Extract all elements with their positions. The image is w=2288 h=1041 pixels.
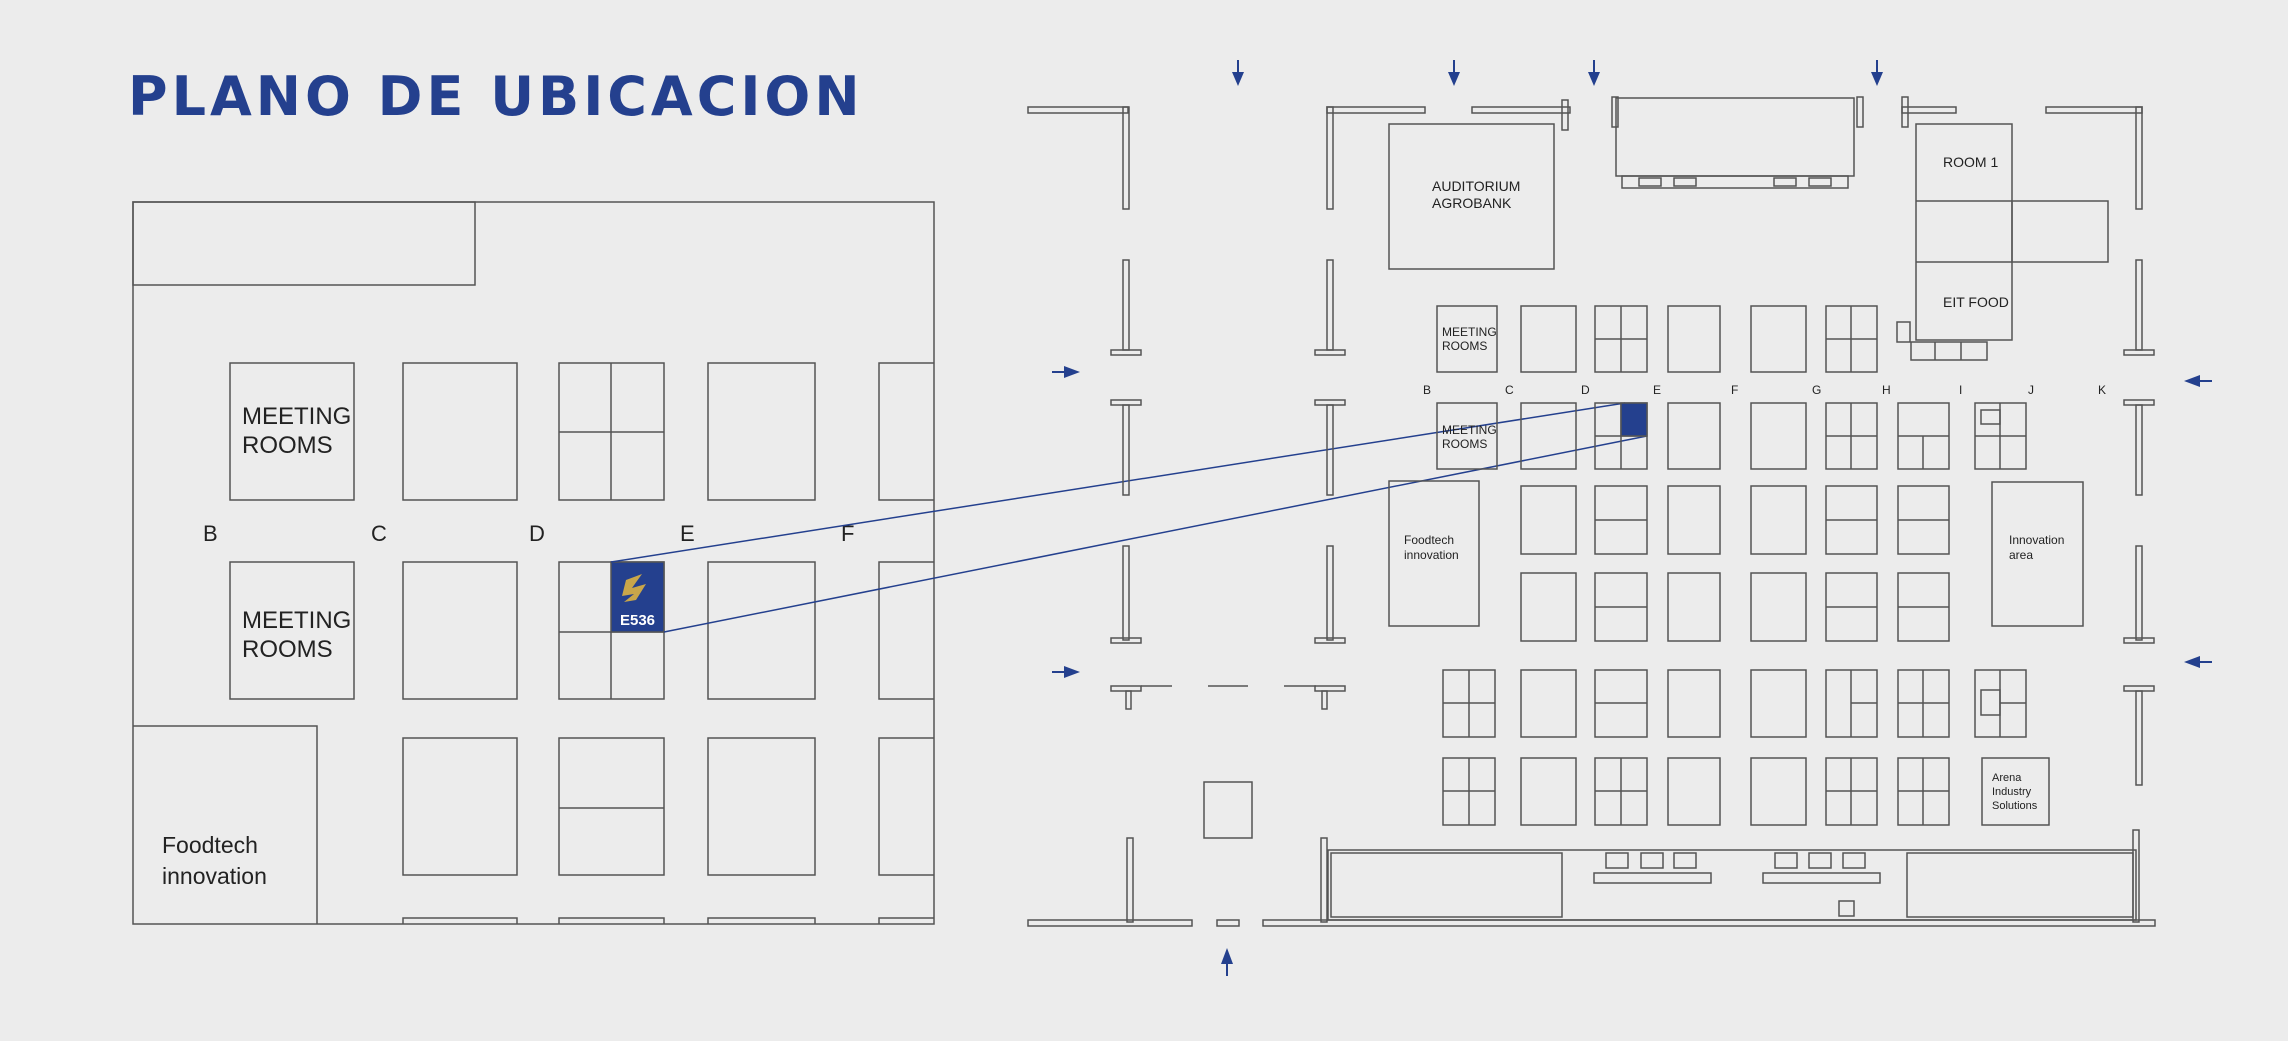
- zoom-foodtech-line1: Foodtech: [162, 832, 258, 858]
- zoom-stand[interactable]: [402, 362, 518, 501]
- zoom-foodtech-line2: innovation: [162, 863, 267, 889]
- hall-stand[interactable]: [1520, 305, 1577, 373]
- hall-stand[interactable]: [1667, 402, 1721, 470]
- exhibitor-logo-icon: [622, 574, 646, 602]
- innovation-area-line2: area: [2009, 548, 2033, 562]
- hall-column-h: H: [1882, 383, 1891, 397]
- hall-column-i: I: [1959, 383, 1962, 397]
- auditorium-line1: AUDITORIUM: [1432, 178, 1520, 194]
- zoom-meeting-room-2-line1: MEETING: [242, 607, 351, 634]
- hall-stand[interactable]: [1750, 669, 1807, 738]
- hall-stand[interactable]: [1750, 402, 1807, 470]
- hall-stand[interactable]: [1750, 757, 1807, 826]
- hall-foodtech-area[interactable]: [1388, 480, 1480, 627]
- connector-line-top: [610, 402, 1626, 563]
- hall-stand[interactable]: [1667, 305, 1721, 373]
- room-1-label: ROOM 1: [1943, 154, 1998, 170]
- zoom-meeting-room-1-line1: MEETING: [242, 403, 351, 430]
- connector-line-bottom: [663, 435, 1648, 633]
- hall-column-d: D: [1581, 383, 1590, 397]
- zoom-column-d: D: [529, 521, 545, 546]
- hall-column-c: C: [1505, 383, 1514, 397]
- zoom-meeting-room-1-line2: ROOMS: [242, 432, 333, 459]
- stand-e536-code: E536: [620, 612, 655, 629]
- arena-line2: Industry: [1992, 786, 2032, 798]
- zoom-frame: [132, 201, 935, 925]
- hall-stand[interactable]: [1667, 757, 1721, 826]
- hall-walls: [1027, 96, 2156, 927]
- zoom-stand[interactable]: [707, 362, 816, 501]
- arena-industry-solutions[interactable]: [1981, 757, 2050, 826]
- hall-meeting-room-2-line1: MEETING: [1442, 423, 1497, 437]
- small-kiosk[interactable]: [1203, 781, 1253, 839]
- hall-foodtech-line2: innovation: [1404, 548, 1459, 562]
- zoom-stand-partial[interactable]: [878, 561, 934, 700]
- arena-line1: Arena: [1992, 772, 2022, 784]
- auditorium-agrobank[interactable]: [1388, 123, 1555, 270]
- hall-meeting-room-2-line2: ROOMS: [1442, 437, 1487, 451]
- hall-stand[interactable]: [1520, 757, 1577, 826]
- zoom-view: MEETING ROOMS MEETING ROOMS B C D E F E5…: [132, 201, 935, 925]
- hall-meeting-room-1-line1: MEETING: [1442, 325, 1497, 339]
- zoom-column-e: E: [680, 521, 695, 546]
- zoom-stand-partial[interactable]: [878, 362, 934, 501]
- hall-column-b: B: [1423, 383, 1431, 397]
- hall-column-e: E: [1653, 383, 1661, 397]
- hall-stand[interactable]: [1667, 572, 1721, 642]
- hall-stand[interactable]: [1750, 572, 1807, 642]
- hall-column-f: F: [1731, 383, 1738, 397]
- top-stage[interactable]: [1615, 97, 1855, 177]
- page-title: PLANO DE UBICACION: [128, 65, 864, 128]
- hall-meeting-room-2[interactable]: [1436, 402, 1498, 470]
- zoom-column-b: B: [203, 521, 218, 546]
- hall-column-letters: B C D E F G H I J K: [1423, 383, 2106, 397]
- zoom-stand[interactable]: [707, 561, 816, 700]
- bottom-stage-area: [1327, 849, 2137, 921]
- hall-meeting-room-1[interactable]: [1436, 305, 1498, 373]
- entrance-arrow-icon: [1052, 60, 2212, 976]
- hall-plan: AUDITORIUM AGROBANK ROOM 1 EIT FOOD B C …: [1027, 60, 2212, 976]
- zoom-stand[interactable]: [402, 737, 518, 876]
- hall-stand[interactable]: [1520, 485, 1577, 555]
- zoom-stand[interactable]: [558, 737, 665, 876]
- hall-stand[interactable]: [1520, 572, 1577, 642]
- zoom-stand-partial[interactable]: [878, 737, 934, 876]
- hall-stand[interactable]: [1667, 485, 1721, 555]
- hall-stand[interactable]: [1750, 485, 1807, 555]
- zoom-column-f: F: [841, 521, 854, 546]
- innovation-area-line1: Innovation: [2009, 533, 2064, 547]
- hall-stand[interactable]: [1520, 402, 1577, 470]
- zoom-foodtech-area[interactable]: [133, 725, 318, 924]
- hall-foodtech-line1: Foodtech: [1404, 533, 1454, 547]
- hall-column-j: J: [2028, 383, 2034, 397]
- hall-stand[interactable]: [1520, 669, 1577, 738]
- eit-food-label: EIT FOOD: [1943, 294, 2009, 310]
- auditorium-line2: AGROBANK: [1432, 195, 1512, 211]
- zoom-stand[interactable]: [707, 737, 816, 876]
- hall-meeting-room-1-line2: ROOMS: [1442, 339, 1487, 353]
- hall-stand-e536-highlight[interactable]: [1620, 402, 1648, 437]
- hall-column-g: G: [1812, 383, 1821, 397]
- zoom-column-c: C: [371, 521, 387, 546]
- hall-stand[interactable]: [1667, 669, 1721, 738]
- zoom-meeting-room-2[interactable]: [229, 561, 355, 700]
- hall-column-k: K: [2098, 383, 2106, 397]
- zoom-top-block: [132, 201, 476, 286]
- innovation-area[interactable]: [1991, 481, 2084, 627]
- zoom-stand[interactable]: [402, 561, 518, 700]
- zoom-meeting-room-1[interactable]: [229, 362, 355, 501]
- hall-stand[interactable]: [1750, 305, 1807, 373]
- arena-line3: Solutions: [1992, 800, 2038, 812]
- zoom-meeting-room-2-line2: ROOMS: [242, 636, 333, 663]
